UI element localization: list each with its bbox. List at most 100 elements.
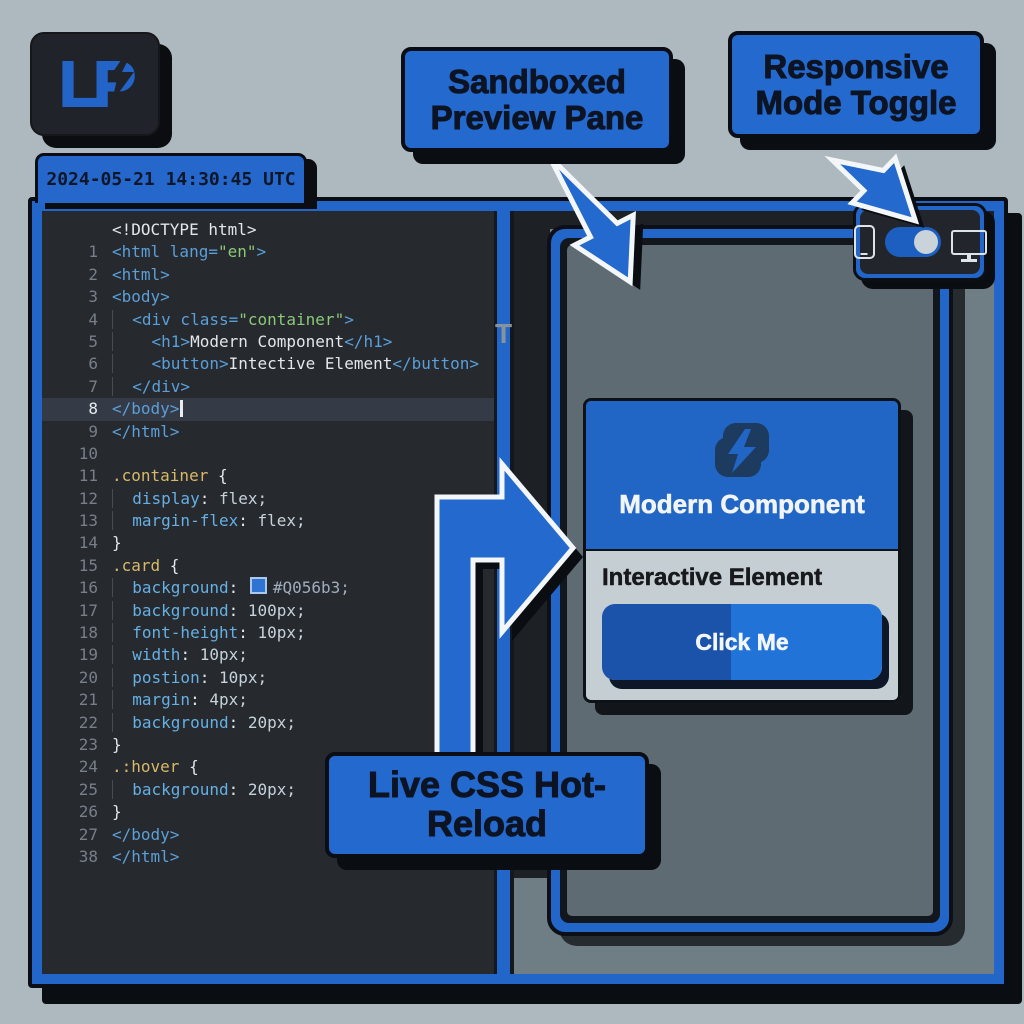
line-number: 22: [78, 712, 98, 732]
editor-tab[interactable]: 2024-05-21 14:30:45 UTC: [35, 153, 307, 203]
code-text: postion: 10px;: [112, 667, 267, 689]
line-number: 8: [88, 399, 98, 419]
code-line: 5 <h1>Modern Component</h1>: [42, 331, 494, 353]
code-editor[interactable]: <!DOCTYPE html>1<html lang="en">2<html>3…: [42, 211, 494, 974]
line-number: 5: [88, 331, 98, 351]
code-line: 19 width: 10px;: [42, 644, 494, 666]
code-text: </html>: [112, 846, 180, 866]
code-line: 4 <div class="container">: [42, 309, 494, 331]
line-number: 3: [88, 287, 98, 307]
code-text: <h1>Modern Component</h1>: [112, 331, 392, 353]
code-line: <!DOCTYPE html>: [42, 219, 494, 241]
timestamp-label: 2024-05-21 14:30:45 UTC: [46, 169, 296, 190]
line-number: 19: [78, 645, 98, 665]
code-line: 8 </body>: [42, 398, 494, 421]
code-text: <button>Intective Element</button>: [112, 353, 479, 375]
click-me-button[interactable]: Click Me: [602, 604, 882, 680]
code-text: <!DOCTYPE html>: [112, 220, 257, 239]
text-cursor: [180, 400, 184, 418]
code-text: </body>: [112, 824, 180, 844]
code-text: background: 20px;: [112, 779, 296, 801]
line-number: 11: [78, 466, 98, 486]
app-logo: LP: [30, 32, 160, 136]
code-text: margin: 4px;: [112, 689, 248, 711]
toggle-knob[interactable]: [913, 230, 938, 254]
line-number: 15: [78, 555, 98, 575]
code-line: 26}: [42, 801, 494, 823]
code-line: 11 .container {: [42, 465, 494, 487]
line-number: 2: [88, 264, 98, 284]
code-line: 10: [42, 443, 494, 465]
code-line: 13 margin-flex: flex;: [42, 510, 494, 532]
code-line: 16 background: #Q056b3;: [42, 577, 494, 599]
code-text: .container {: [112, 466, 228, 486]
code-line: 38 </html>: [42, 846, 494, 868]
line-number: 25: [78, 779, 98, 799]
code-line: 18 font-height: 10px;: [42, 622, 494, 644]
code-line: 7 </div>: [42, 376, 494, 398]
code-line: 1<html lang="en">: [42, 241, 494, 263]
code-line: 2 <html>: [42, 264, 494, 286]
mode-toggle-switch[interactable]: [884, 227, 941, 257]
color-swatch-icon: [249, 577, 267, 595]
line-number: 9: [88, 421, 98, 441]
code-text: <div class="container">: [112, 309, 354, 331]
code-text: </div>: [112, 376, 190, 398]
card-header: Modern Component: [586, 401, 898, 549]
line-number: 6: [88, 354, 98, 374]
code-line: 14}: [42, 532, 494, 554]
code-lines: <!DOCTYPE html>1<html lang="en">2<html>3…: [42, 219, 494, 868]
callout-live-css-hot-reload: Live CSS Hot-Reload: [325, 752, 649, 858]
line-number: 13: [78, 511, 98, 531]
line-number: 7: [88, 376, 98, 396]
line-number: [42, 219, 112, 241]
code-line: 6 <button>Intective Element</button>: [42, 353, 494, 375]
responsive-toggle-inner: [853, 210, 987, 274]
line-number: 26: [78, 802, 98, 822]
callout-responsive-mode-toggle: Responsive Mode Toggle: [728, 31, 984, 138]
line-number: 21: [78, 690, 98, 710]
code-line: 23}: [42, 734, 494, 756]
code-line: 22 background: 20px;: [42, 712, 494, 734]
code-text: <body>: [112, 287, 170, 307]
code-line: 17 background: 100px;: [42, 600, 494, 622]
code-line: 27 </body>: [42, 824, 494, 846]
code-line: 24.:hover {: [42, 756, 494, 778]
code-text: .card {: [112, 555, 180, 575]
line-number: 4: [88, 309, 98, 329]
phone-icon: [853, 225, 875, 259]
code-text: <html lang="en">: [112, 242, 267, 262]
line-number: 20: [78, 667, 98, 687]
code-text: background: 100px;: [112, 600, 306, 622]
code-text: <html>: [112, 264, 170, 284]
code-text: display: flex;: [112, 488, 267, 510]
code-line: 9 </html>: [42, 421, 494, 443]
line-number: 17: [78, 600, 98, 620]
code-text: font-height: 10px;: [112, 622, 306, 644]
line-number: 27: [78, 824, 98, 844]
lightning-bolt-icon: [108, 56, 134, 102]
card-subtitle: Interactive Element: [602, 564, 823, 592]
line-number: 18: [78, 623, 98, 643]
lightning-badge-icon: [715, 423, 769, 477]
code-line: 3 <body>: [42, 286, 494, 308]
card-title: Modern Component: [619, 489, 865, 520]
responsive-toggle-box: [853, 203, 987, 281]
code-line: 20 postion: 10px;: [42, 667, 494, 689]
code-line: 25 background: 20px;: [42, 779, 494, 801]
code-text: width: 10px;: [112, 644, 248, 666]
line-number: 12: [78, 488, 98, 508]
code-text: }: [112, 802, 122, 822]
monitor-icon: [950, 229, 987, 255]
code-text: background: 20px;: [112, 712, 296, 734]
line-number: 16: [78, 578, 98, 598]
code-text: </body>: [112, 398, 184, 420]
code-text: </html>: [112, 421, 180, 441]
callout-sandboxed-preview-pane: Sandboxed Preview Pane: [401, 47, 673, 152]
code-line: 21 margin: 4px;: [42, 689, 494, 711]
line-number: 23: [78, 734, 98, 754]
code-text: .:hover {: [112, 757, 199, 777]
code-text: }: [112, 734, 122, 754]
line-number: 38: [78, 846, 98, 866]
